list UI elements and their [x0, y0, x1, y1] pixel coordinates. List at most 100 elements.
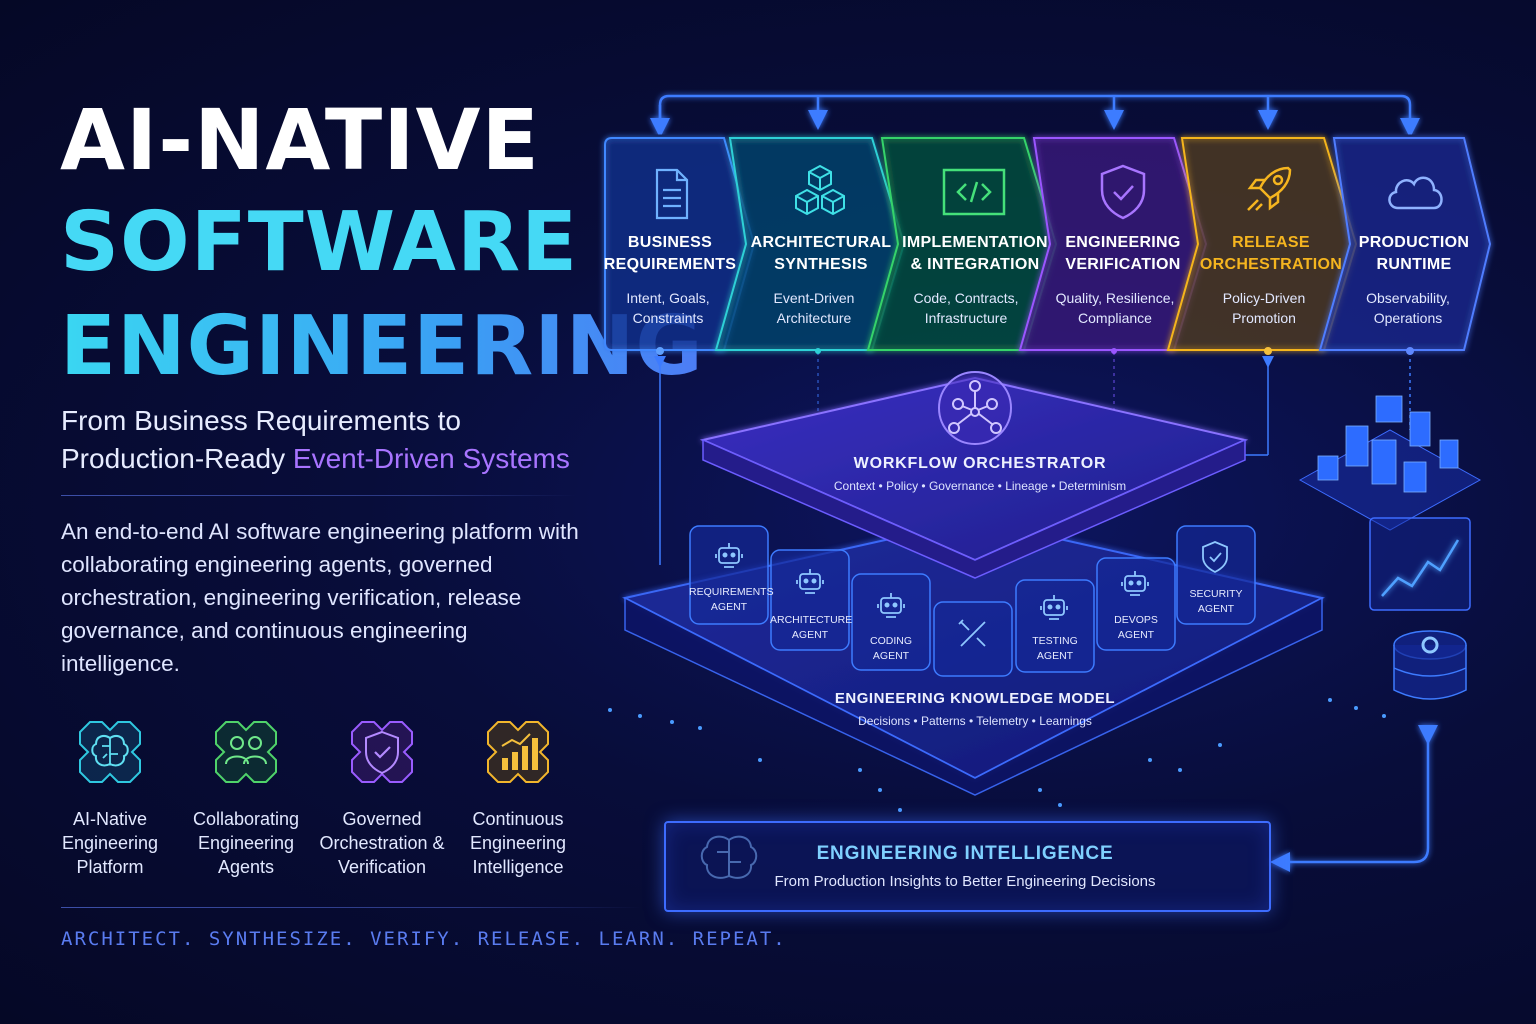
hero-subtitle: From Business Requirements to Production…: [61, 402, 661, 478]
feature-label-line3: Intelligence: [472, 857, 564, 877]
agent-tiles: [689, 525, 1256, 677]
subtitle-highlight: Event-Driven Systems: [292, 443, 570, 474]
stage-title-line1: PRODUCTION: [1358, 234, 1470, 251]
cubes-icon: [795, 164, 845, 216]
orchestrator-subtitle: Context • Policy • Governance • Lineage …: [833, 479, 1127, 493]
stage-title-line2: REQUIREMENTS: [603, 256, 737, 273]
stage-sub-line1: Policy-Driven: [1222, 290, 1306, 306]
data-center-illustration: [1298, 395, 1482, 700]
shield-check-icon: [1100, 164, 1146, 220]
knowledge-model-title: ENGINEERING KNOWLEDGE MODEL: [834, 690, 1116, 707]
analytics-screen: [1369, 517, 1471, 611]
agent-label-architecture: ARCHITECTURE AGENT: [770, 613, 853, 643]
database-icon: [1393, 630, 1467, 700]
agent-label-line2: AGENT: [1117, 629, 1155, 641]
stage-sub-line2: Operations: [1373, 310, 1443, 326]
feature-list: AI-Native Engineering Platform Collabora…: [40, 716, 600, 886]
agent-label-line1: REQUIREMENTS: [689, 586, 774, 598]
hero-title-line2: SOFTWARE: [60, 195, 579, 290]
stage-title-line1: IMPLEMENTATION: [902, 234, 1048, 251]
robot-icon: [1121, 571, 1149, 596]
stage-sub-line2: Compliance: [1078, 310, 1152, 326]
stage-sub-line2: Promotion: [1232, 310, 1296, 326]
stage-title-line1: BUSINESS: [627, 234, 713, 251]
stage-sub-line1: Code, Contracts,: [913, 290, 1019, 306]
agent-label-coding: CODING AGENT: [851, 634, 931, 664]
document-icon: [655, 168, 689, 220]
tools-icon: [958, 619, 986, 647]
stage-sub-line1: Intent, Goals,: [626, 290, 710, 306]
cloud-icon: [1388, 176, 1443, 210]
stage-sub-line1: Event-Driven: [773, 290, 855, 306]
feature-label-line1: Governed: [342, 809, 422, 829]
divider-bottom: [61, 907, 641, 908]
agent-label-testing: TESTING AGENT: [1015, 634, 1095, 664]
hero-title: AI-NATIVE SOFTWARE ENGINEERING: [60, 98, 704, 388]
feature-label-line1: Collaborating: [192, 809, 300, 829]
hero-title-line1: AI-NATIVE: [60, 91, 540, 189]
feature-platform: AI-Native Engineering Platform: [40, 716, 180, 879]
engineering-intelligence-title: ENGINEERING INTELLIGENCE: [816, 843, 1114, 864]
stage-sub-line1: Observability,: [1366, 290, 1450, 306]
feature-label-line2: Engineering: [197, 833, 295, 853]
feature-label-line3: Platform: [76, 857, 144, 877]
pipeline-stage-shapes: [604, 137, 1492, 351]
agent-label-line1: TESTING: [1032, 635, 1078, 647]
agent-tile-security: [1176, 525, 1256, 625]
subtitle-line2: Production-Ready Event-Driven Systems: [61, 440, 661, 478]
stage-title-line2: SYNTHESIS: [774, 256, 868, 273]
feature-label-line1: Continuous: [472, 809, 564, 829]
agent-tile-architecture: [770, 549, 850, 651]
agent-label-line1: ARCHITECTURE: [770, 614, 853, 626]
agent-label-line1: DEVOPS: [1114, 614, 1158, 626]
stage-title-line2: RUNTIME: [1376, 256, 1452, 273]
agent-label-line2: AGENT: [710, 601, 748, 613]
stage-title-line2: ORCHESTRATION: [1199, 256, 1343, 273]
divider-top: [61, 495, 577, 496]
agent-icons: [715, 541, 1228, 647]
growth-chart-icon: [487, 721, 549, 783]
stage-sub-line2: Constraints: [632, 310, 704, 326]
robot-icon: [715, 543, 743, 568]
hero-description: An end-to-end AI software engineering pl…: [61, 519, 579, 676]
feature-label-line2: Engineering: [469, 833, 567, 853]
code-icon: [942, 168, 1006, 216]
intelligence-feedback-connector: [1270, 725, 1438, 872]
feature-agents: Collaborating Engineering Agents: [176, 716, 316, 879]
stage-title-line1: ARCHITECTURAL: [750, 234, 892, 251]
people-icon: [215, 721, 277, 783]
agent-label-devops: DEVOPS AGENT: [1096, 613, 1176, 643]
subtitle-prefix: Production-Ready: [61, 443, 293, 474]
stage-title-line1: ENGINEERING: [1065, 234, 1181, 251]
stage-shape-production: [1318, 137, 1492, 351]
agent-label-line2: AGENT: [872, 650, 910, 662]
agent-label-line1: CODING: [870, 635, 912, 647]
feature-intelligence: Continuous Engineering Intelligence: [448, 716, 588, 879]
stage-sub-line2: Infrastructure: [924, 310, 1008, 326]
agent-label-requirements: REQUIREMENTS AGENT: [689, 585, 774, 615]
robot-icon: [796, 569, 824, 594]
agent-tile-testing: [1015, 579, 1095, 673]
robot-icon: [877, 593, 905, 618]
agent-tile-requirements: [689, 525, 769, 625]
stage-sub-line1: Quality, Resilience,: [1055, 290, 1175, 306]
feature-label-line3: Agents: [217, 857, 275, 877]
rocket-icon: [1247, 166, 1292, 211]
robot-icon: [1040, 595, 1068, 620]
stage-title-line1: RELEASE: [1232, 234, 1310, 251]
agent-label-line2: AGENT: [1197, 603, 1235, 615]
feature-label-line3: Verification: [337, 857, 427, 877]
stage-shape-business-requirements: [604, 137, 756, 351]
orchestrator-title: WORKFLOW ORCHESTRATOR: [853, 455, 1107, 472]
agent-label-line2: AGENT: [1036, 650, 1074, 662]
engineering-intelligence-panel: [664, 821, 1271, 912]
stage-title-line2: VERIFICATION: [1065, 256, 1181, 273]
orchestrator-platform: [699, 371, 1249, 579]
feature-label-line2: Engineering: [61, 833, 159, 853]
data-streams: [608, 698, 1386, 812]
agent-label-line2: AGENT: [791, 629, 829, 641]
agent-tile-tools: [933, 601, 1013, 677]
feature-governance: Governed Orchestration & Verification: [312, 716, 452, 879]
knowledge-model-subtitle: Decisions • Patterns • Telemetry • Learn…: [858, 714, 1092, 728]
